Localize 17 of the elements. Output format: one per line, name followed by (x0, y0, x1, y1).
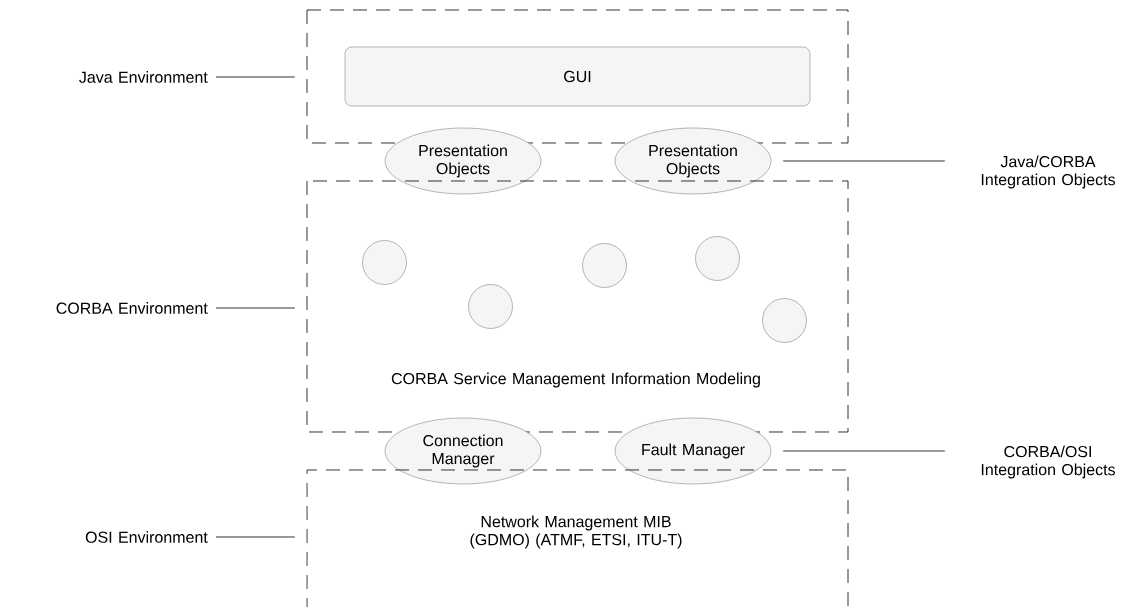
environment-label: OSI Environment (85, 531, 208, 543)
environment-label: Java Environment (79, 71, 208, 83)
object-circle (762, 298, 807, 343)
object-circle (362, 240, 407, 285)
environment-frame: Network Management MIB (GDMO) (ATMF, ETSI, ITU-T) (306, 469, 849, 607)
leader-line (215, 307, 296, 309)
object-circle (468, 284, 513, 329)
gui-box: GUI (344, 46, 811, 107)
leader-line (215, 76, 296, 78)
object-circle (695, 236, 740, 281)
leader-line (215, 536, 296, 538)
integration-label: Java/CORBA Integration Objects (981, 155, 1115, 189)
leader-line (782, 450, 946, 452)
leader-line (782, 160, 946, 162)
integration-label: CORBA/OSI Integration Objects (981, 445, 1115, 479)
object-circle (582, 243, 627, 288)
environment-label: CORBA Environment (56, 302, 208, 314)
